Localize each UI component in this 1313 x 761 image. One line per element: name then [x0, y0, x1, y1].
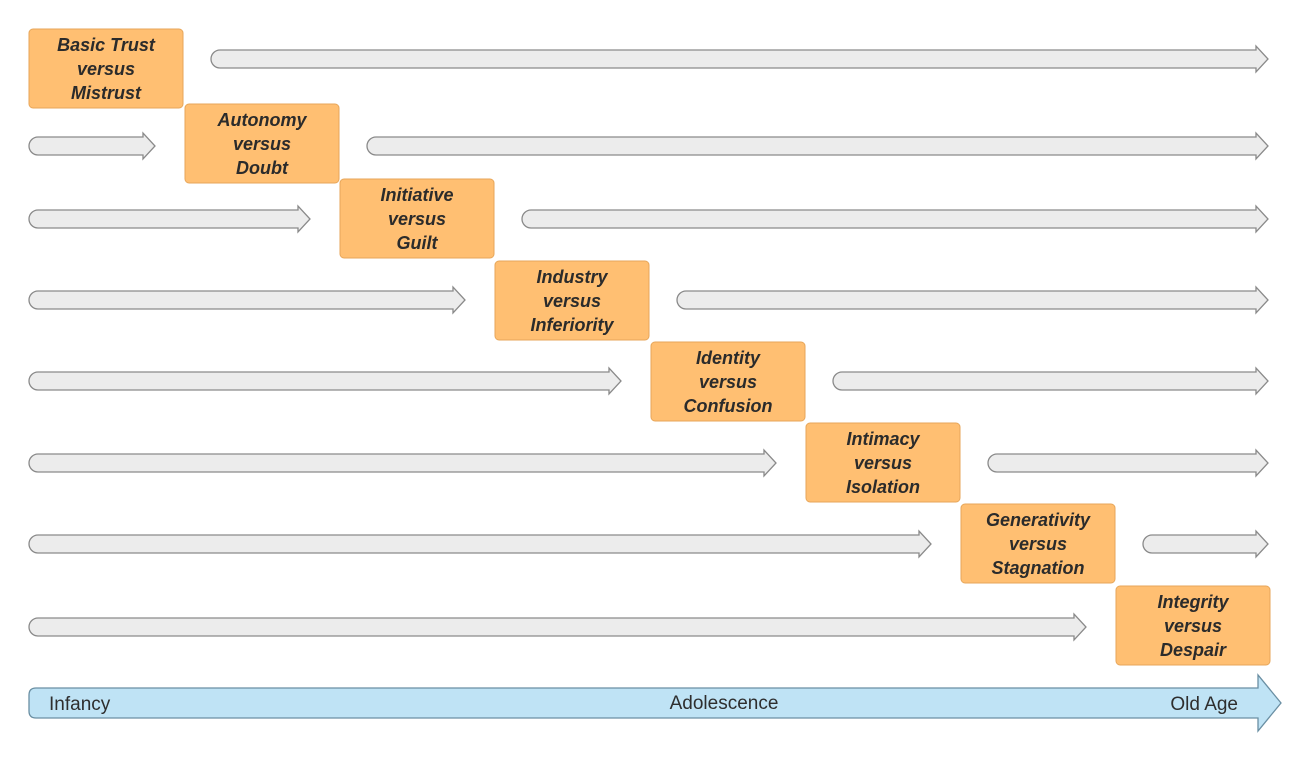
stage-5-line-1: Identity: [696, 348, 761, 368]
stage-7-line-1: Generativity: [986, 510, 1091, 530]
stage-2-line-3: Doubt: [236, 158, 289, 178]
stage-2-right-arrow: [366, 131, 1269, 161]
stage-2-line-2: versus: [233, 134, 291, 154]
stage-1-line-2: versus: [77, 59, 135, 79]
stage-boxes-layer: Basic TrustversusMistrustAutonomyversusD…: [28, 28, 1271, 666]
timeline-arrow: [28, 673, 1282, 733]
stage-6-right-arrow: [987, 448, 1269, 478]
stage-4-line-1: Industry: [536, 267, 608, 287]
stage-8-left-arrow: [28, 612, 1087, 642]
stage-4-line-2: versus: [543, 291, 601, 311]
stage-5-left-arrow: [28, 366, 622, 396]
stage-box-background: [805, 422, 961, 503]
stage-box-background: [184, 103, 340, 184]
stage-6-line-3: Isolation: [846, 477, 920, 497]
stage-8-line-1: Integrity: [1157, 592, 1229, 612]
stage-6-line-1: Intimacy: [846, 429, 920, 449]
stage-3-line-1: Initiative: [380, 185, 453, 205]
arrows-layer: [28, 44, 1269, 642]
stage-1-line-3: Mistrust: [71, 83, 142, 103]
timeline: Infancy Adolescence Old Age: [28, 673, 1282, 733]
stage-7-right-arrow: [1142, 529, 1269, 559]
stage-3-left-arrow: [28, 204, 311, 234]
timeline-middle-label: Adolescence: [670, 693, 779, 714]
stage-5-right-arrow: [832, 366, 1269, 396]
stage-7-left-arrow: [28, 529, 932, 559]
stage-1-right-arrow: [210, 44, 1269, 74]
stage-2-left-arrow: [28, 131, 156, 161]
stage-box-background: [494, 260, 650, 341]
stage-4-line-3: Inferiority: [530, 315, 614, 335]
stage-3-line-3: Guilt: [397, 233, 439, 253]
stage-3-line-2: versus: [388, 209, 446, 229]
stage-4-right-arrow: [676, 285, 1269, 315]
stage-5-line-3: Confusion: [684, 396, 773, 416]
stage-7-line-2: versus: [1009, 534, 1067, 554]
stage-8-line-2: versus: [1164, 616, 1222, 636]
stage-box-background: [650, 341, 806, 422]
stage-3-right-arrow: [521, 204, 1269, 234]
stage-7-line-3: Stagnation: [992, 558, 1085, 578]
stage-box-background: [960, 503, 1116, 584]
stage-8-line-3: Despair: [1160, 640, 1227, 660]
stage-6-line-2: versus: [854, 453, 912, 473]
stage-5-line-2: versus: [699, 372, 757, 392]
stage-box-background: [339, 178, 495, 259]
stage-4-left-arrow: [28, 285, 466, 315]
stage-box-background: [1115, 585, 1271, 666]
timeline-end-label: Old Age: [1170, 694, 1238, 715]
stage-2-line-1: Autonomy: [217, 110, 308, 130]
stage-1-line-1: Basic Trust: [57, 35, 156, 55]
stage-box-background: [28, 28, 184, 109]
stage-6-left-arrow: [28, 448, 777, 478]
timeline-start-label: Infancy: [49, 694, 111, 715]
